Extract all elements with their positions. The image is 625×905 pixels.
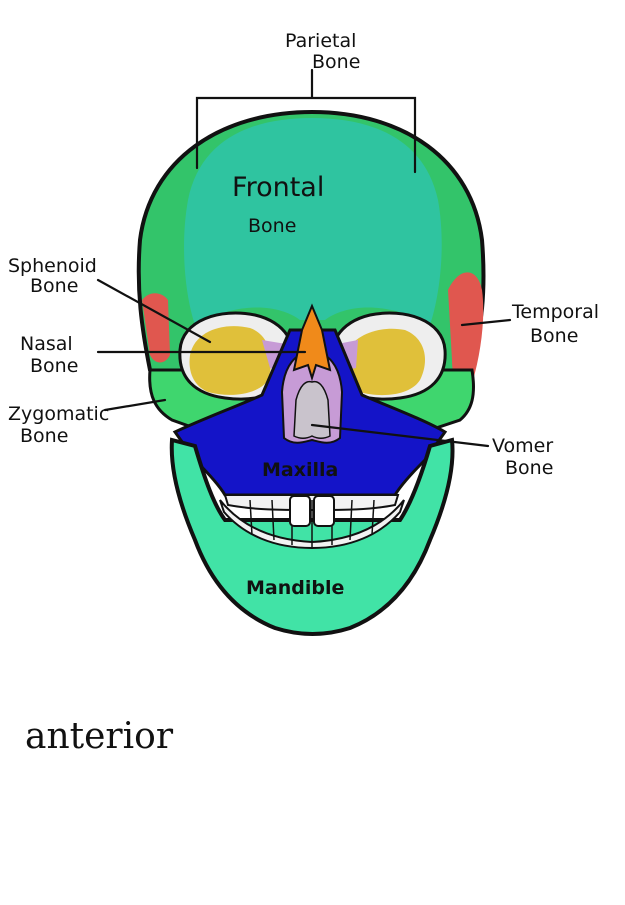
label-frontal-2: Bone	[248, 215, 296, 237]
temporal-bone-left	[142, 293, 170, 363]
sphenoid-bone-right	[344, 328, 425, 396]
label-mandible: Mandible	[246, 577, 344, 599]
label-vomer-2: Bone	[505, 457, 553, 479]
label-parietal-2: Bone	[312, 51, 360, 73]
zygomatic-leader	[103, 398, 167, 412]
label-nasal-2: Bone	[30, 355, 78, 377]
front-tooth-right	[313, 495, 335, 527]
label-nasal-1: Nasal	[20, 333, 73, 355]
label-parietal-1: Parietal	[285, 30, 356, 52]
view-caption: anterior	[25, 716, 174, 757]
label-maxilla: Maxilla	[262, 459, 338, 481]
label-zygomatic-1: Zygomatic	[8, 403, 109, 425]
vomer-leader	[310, 423, 490, 448]
vomer-bone-region	[293, 380, 331, 440]
parietal-bracket	[195, 68, 417, 174]
temporal-bone-right	[448, 272, 484, 391]
nasal-bone-region	[292, 303, 332, 382]
label-sphenoid-2: Bone	[30, 275, 78, 297]
frontal-bone-region	[184, 118, 442, 325]
label-sphenoid-1: Sphenoid	[8, 255, 97, 277]
sphenoid-bone-left	[189, 326, 271, 395]
sphenoid-leader	[96, 278, 212, 344]
label-temporal-1: Temporal	[511, 301, 599, 323]
label-temporal-2: Bone	[530, 325, 578, 347]
label-frontal-1: Frontal	[232, 172, 324, 203]
teeth-lower	[219, 499, 405, 550]
label-zygomatic-2: Bone	[20, 425, 68, 447]
front-tooth-left	[289, 495, 311, 527]
label-vomer-1: Vomer	[492, 435, 553, 457]
temporal-leader	[460, 318, 512, 327]
